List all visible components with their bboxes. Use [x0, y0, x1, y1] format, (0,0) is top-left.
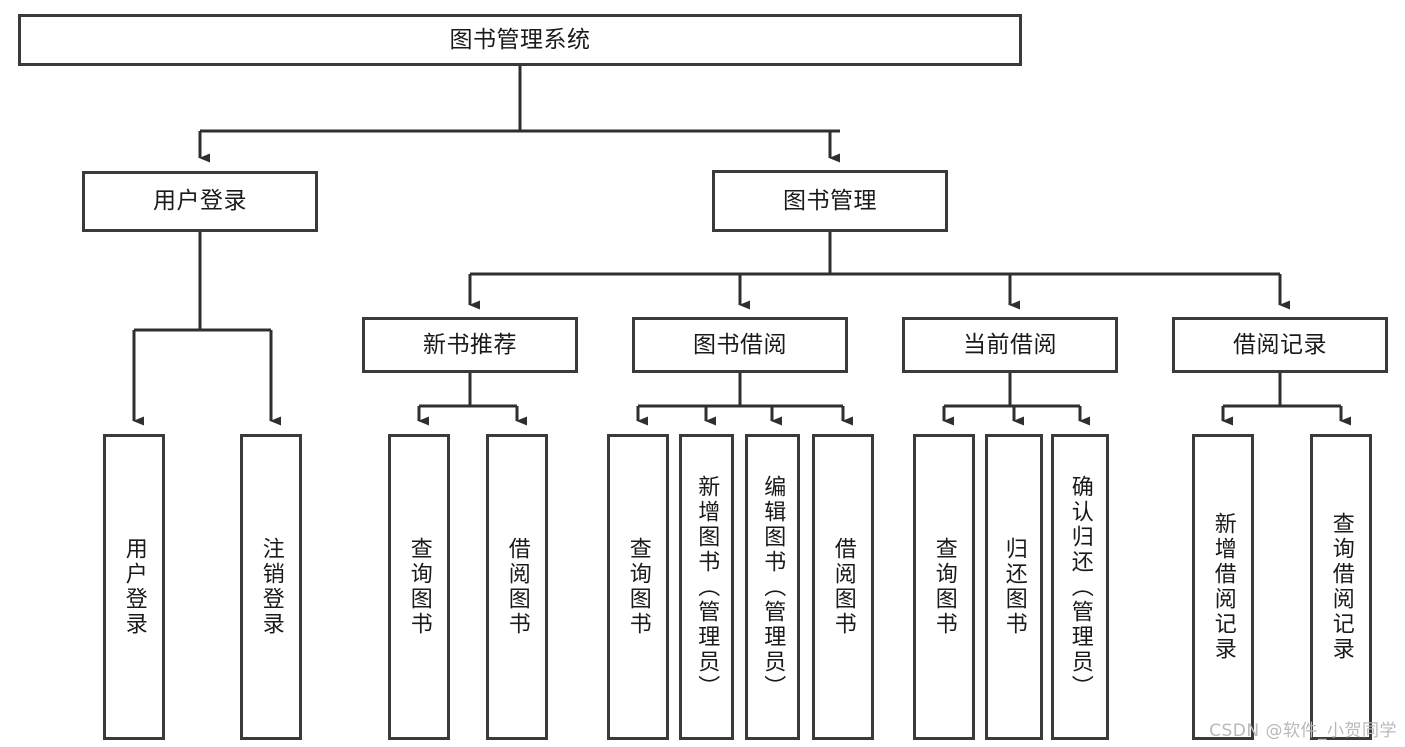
leaf-borrow-book[interactable]: 借阅图书 [812, 434, 874, 740]
node-new-book-recommend[interactable]: 新书推荐 [362, 317, 578, 373]
leaf-query-book-current[interactable]: 查询图书 [913, 434, 975, 740]
leaf-logout-label: 注销登录 [258, 537, 284, 637]
leaf-add-book-admin[interactable]: 新增图书（管理员） [679, 434, 734, 740]
edge-group-new-books [417, 373, 527, 426]
node-user-login-label: 用户登录 [153, 188, 247, 215]
leaf-borrow-book-recommend-label: 借阅图书 [504, 537, 530, 637]
edge-group-root [198, 66, 840, 163]
leaf-user-login-label: 用户登录 [121, 537, 147, 637]
edge-group-borrow [636, 373, 853, 426]
node-book-borrow[interactable]: 图书借阅 [632, 317, 848, 373]
leaf-borrow-book-label: 借阅图书 [830, 537, 856, 637]
node-borrow-record[interactable]: 借阅记录 [1172, 317, 1388, 373]
node-root[interactable]: 图书管理系统 [18, 14, 1022, 66]
node-borrow-record-label: 借阅记录 [1233, 331, 1327, 358]
edge-group-book-manage [468, 232, 1290, 310]
node-root-label: 图书管理系统 [449, 26, 591, 53]
edge-group-borrow-record [1221, 373, 1351, 426]
leaf-query-book-borrow[interactable]: 查询图书 [607, 434, 669, 740]
leaf-logout[interactable]: 注销登录 [240, 434, 302, 740]
leaf-query-book-recommend-label: 查询图书 [406, 537, 432, 637]
leaf-query-borrow-record-label: 查询借阅记录 [1328, 512, 1354, 662]
leaf-add-book-admin-label: 新增图书（管理员） [694, 474, 720, 700]
node-book-management[interactable]: 图书管理 [712, 170, 948, 232]
node-current-borrow[interactable]: 当前借阅 [902, 317, 1118, 373]
leaf-return-book[interactable]: 归还图书 [985, 434, 1043, 740]
leaf-query-book-recommend[interactable]: 查询图书 [388, 434, 450, 740]
watermark-text: CSDN @软件_小贺同学 [1209, 721, 1397, 741]
leaf-edit-book-admin-label: 编辑图书（管理员） [760, 474, 786, 700]
leaf-user-login[interactable]: 用户登录 [103, 434, 165, 740]
leaf-borrow-book-recommend[interactable]: 借阅图书 [486, 434, 548, 740]
leaf-add-borrow-record[interactable]: 新增借阅记录 [1192, 434, 1254, 740]
node-user-login[interactable]: 用户登录 [82, 171, 318, 232]
node-book-management-label: 图书管理 [783, 187, 877, 214]
node-current-borrow-label: 当前借阅 [963, 331, 1057, 358]
leaf-query-book-borrow-label: 查询图书 [625, 537, 651, 637]
leaf-confirm-return-admin[interactable]: 确认归还（管理员） [1051, 434, 1109, 740]
edge-group-user-login [132, 232, 281, 426]
node-book-borrow-label: 图书借阅 [693, 331, 787, 358]
leaf-edit-book-admin[interactable]: 编辑图书（管理员） [745, 434, 800, 740]
leaf-query-borrow-record[interactable]: 查询借阅记录 [1310, 434, 1372, 740]
leaf-query-book-current-label: 查询图书 [931, 537, 957, 637]
leaf-add-borrow-record-label: 新增借阅记录 [1210, 512, 1236, 662]
edge-group-current-borrow [942, 373, 1090, 426]
leaf-confirm-return-admin-label: 确认归还（管理员） [1067, 474, 1093, 700]
node-new-book-recommend-label: 新书推荐 [423, 331, 517, 358]
leaf-return-book-label: 归还图书 [1001, 537, 1027, 637]
